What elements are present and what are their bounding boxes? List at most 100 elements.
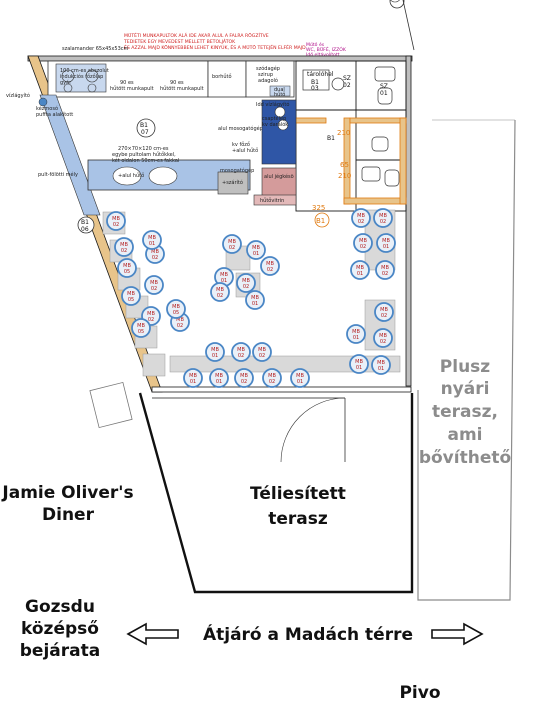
dual-label2: hűtő xyxy=(274,92,285,98)
label-90b-1: 90 es xyxy=(170,80,184,86)
plusz-label4: ami xyxy=(447,425,482,445)
seat-code: 01 xyxy=(357,271,363,277)
kitchen: 100 cm-es abszolut indukciós főzőlap gyá… xyxy=(6,60,297,216)
magenta-note3: Idő eltávolított xyxy=(306,51,340,58)
borhuto-box xyxy=(207,60,247,98)
winter-terrace-border xyxy=(138,392,414,594)
top-right-line xyxy=(402,0,415,51)
wall-counter xyxy=(39,94,101,216)
label-90b-2: hűtött munkapult xyxy=(160,86,204,92)
seat-code: 01 xyxy=(252,301,258,307)
b1-top-circle xyxy=(390,0,400,3)
num-210b: 210 xyxy=(337,129,350,137)
front-bench-table xyxy=(169,355,401,373)
vitrine xyxy=(253,194,297,206)
szoda-label3: adagoló xyxy=(258,77,278,84)
toilet-1 xyxy=(374,66,396,82)
seat-prefix: MB xyxy=(379,213,387,219)
seat-prefix: MB xyxy=(296,373,304,379)
seat-code: 02 xyxy=(113,222,119,228)
seat-prefix: MB xyxy=(148,235,156,241)
door-swing xyxy=(280,397,346,463)
oval-label: +alul hűtő xyxy=(118,173,144,179)
seat-code: 02 xyxy=(241,379,247,385)
seat-code: 01 xyxy=(149,241,155,247)
tarolo-label1: tárolóhel xyxy=(307,71,334,78)
hob-ring-2 xyxy=(85,69,99,83)
seat-prefix: MB xyxy=(228,239,236,245)
tarolo-label3: 03 xyxy=(311,85,319,92)
seat-code: 02 xyxy=(238,353,244,359)
b1-left-sub: 06 xyxy=(81,226,89,233)
induction-label3: gyár xyxy=(60,79,72,86)
seat-code: 02 xyxy=(360,244,366,250)
grinder-1 xyxy=(274,106,286,118)
service-tags: tárolóhel B1 03 SZ 02 SZ 01 B1 65 210 32… xyxy=(77,0,400,234)
seat-chair xyxy=(209,368,229,388)
seat-prefix: MB xyxy=(377,360,385,366)
seat-prefix: MB xyxy=(379,333,387,339)
seat-prefix: MB xyxy=(356,265,364,271)
seat-code: 02 xyxy=(151,286,157,292)
seat-chair xyxy=(252,342,272,362)
arrows xyxy=(126,622,484,646)
seat-chair xyxy=(373,328,393,348)
plusz-label3: terasz, xyxy=(432,402,498,422)
seat-prefix: MB xyxy=(242,278,250,284)
front-wall xyxy=(151,386,412,393)
seat-code: 01 xyxy=(297,379,303,385)
seat-chair xyxy=(260,256,280,276)
seat-chair xyxy=(183,368,203,388)
seat-chair xyxy=(142,230,162,250)
gozsdu-label1: Gozsdu xyxy=(25,597,95,617)
seat-code: 01 xyxy=(190,379,196,385)
seat-prefix: MB xyxy=(211,347,219,353)
seat-code: 02 xyxy=(358,219,364,225)
kv-fozo-label2: +alul hűtő xyxy=(232,148,258,154)
seat-prefix: MB xyxy=(123,263,131,269)
seat-chair xyxy=(236,273,256,293)
ice-machine xyxy=(261,167,297,201)
borhuto-label: borhűtő xyxy=(212,74,232,80)
seat-prefix: MB xyxy=(147,311,155,317)
label-90a-1: 90 es xyxy=(120,80,134,86)
szoda-label1: szódagép xyxy=(256,65,280,72)
orange-walls xyxy=(295,117,407,205)
hob-ring-4 xyxy=(87,83,97,93)
table-6 xyxy=(142,353,166,377)
hob-ring-1 xyxy=(61,69,75,83)
dual-label1: dual xyxy=(274,87,285,93)
jegkeso-label: alul jégkésö xyxy=(264,173,294,180)
seat-chair xyxy=(262,368,282,388)
dual-box xyxy=(269,85,291,97)
pivo-label: Pivo xyxy=(399,683,440,703)
arrow-right-icon xyxy=(431,622,484,646)
magenta-note1: Műtő és xyxy=(306,41,325,48)
sz-label1: SZ xyxy=(343,75,351,82)
seat-chair xyxy=(353,233,373,253)
seat-chair xyxy=(231,342,251,362)
summer-terrace-border xyxy=(417,119,516,601)
hutovitrin-label: hűtővitrin xyxy=(260,198,284,204)
b1-bottom-circle xyxy=(314,212,330,228)
tarolo-box xyxy=(302,69,330,91)
seat-code: 02 xyxy=(380,339,386,345)
gozsdu-label2: középső xyxy=(21,619,99,639)
outside-box xyxy=(89,381,133,429)
seat-prefix: MB xyxy=(172,304,180,310)
seat-code: 05 xyxy=(138,329,144,335)
seat-chair xyxy=(246,240,266,260)
idd-label1: Idd vízlágyító xyxy=(256,101,289,108)
seat-chair xyxy=(114,237,134,257)
toilets xyxy=(302,66,400,187)
seat-code: 02 xyxy=(243,284,249,290)
idd-label3: kv darálók xyxy=(262,121,288,128)
magenta-note2: WC, BÜFÉ, IZZÓK xyxy=(306,45,347,53)
seat-chair xyxy=(371,355,391,375)
seat-code: 01 xyxy=(383,244,389,250)
seat-code: 02 xyxy=(217,293,223,299)
seat-code: 05 xyxy=(128,297,134,303)
seat-prefix: MB xyxy=(215,373,223,379)
orange-wall-h xyxy=(349,117,407,124)
seat-chair xyxy=(234,368,254,388)
